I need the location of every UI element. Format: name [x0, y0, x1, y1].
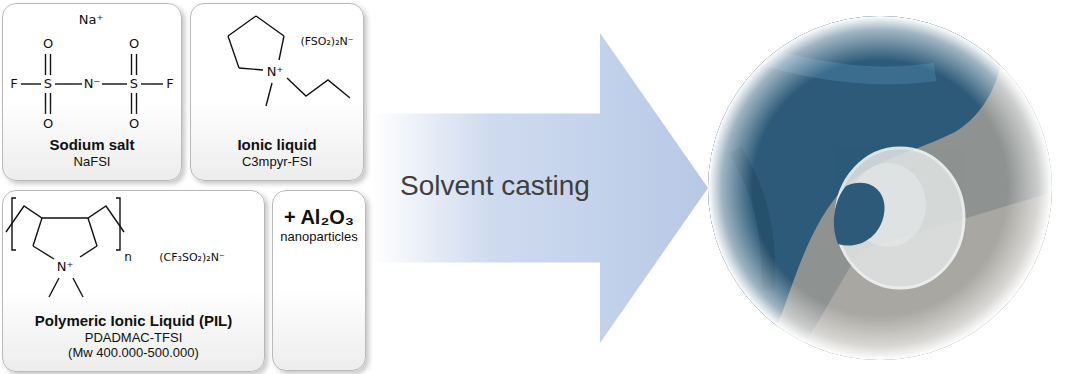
atom-label: O: [129, 117, 139, 131]
atom-label: S: [130, 77, 138, 91]
component-box: Sodium saltNaFSI: [2, 3, 182, 181]
node-subtitle: PDADMAC-TFSI: [85, 330, 183, 346]
atom-label: S: [44, 77, 52, 91]
component-box: Polymeric Ionic Liquid (PIL)PDADMAC-TFSI…: [2, 190, 265, 372]
atom-label: N⁻: [84, 77, 101, 91]
node-title: Solvent casting: [400, 169, 590, 203]
node-title: Polymeric Ionic Liquid (PIL): [35, 312, 233, 330]
atom-label: (FSO₂)₂N⁻: [300, 36, 353, 48]
atom-label: O: [43, 37, 53, 51]
atom-label: N⁺: [57, 260, 74, 274]
atom-label: O: [43, 117, 53, 131]
node-subtitle: NaFSI: [74, 154, 111, 170]
atom-label: O: [129, 37, 139, 51]
atom-label: N⁺: [267, 65, 284, 79]
atom-label: n: [124, 251, 132, 264]
node-subtitle: nanoparticles: [280, 229, 357, 245]
node-title: Sodium salt: [49, 136, 134, 154]
node-title: Ionic liquid: [237, 136, 316, 154]
component-box: Ionic liquidC3mpyr-FSI: [190, 3, 364, 181]
atom-label: Na⁺: [79, 13, 104, 27]
membrane-photo: [700, 10, 1070, 372]
process-arrow: Solvent casting: [372, 33, 708, 343]
atom-label: (CF₃SO₂)₂N⁻: [159, 252, 225, 264]
arrow-body: [372, 33, 708, 343]
atom-label: F: [166, 77, 173, 91]
node-subtitle: (Mw 400.000-500.000): [68, 345, 199, 361]
atom-label: F: [10, 77, 17, 91]
component-box: + Al₂O₃nanoparticles: [272, 190, 366, 371]
drawing-part: [700, 10, 1070, 372]
drawing-part: [700, 10, 1070, 370]
node-title: + Al₂O₃: [284, 205, 354, 229]
drawing-part: [708, 16, 1052, 360]
node-subtitle: C3mpyr-FSI: [242, 154, 312, 170]
